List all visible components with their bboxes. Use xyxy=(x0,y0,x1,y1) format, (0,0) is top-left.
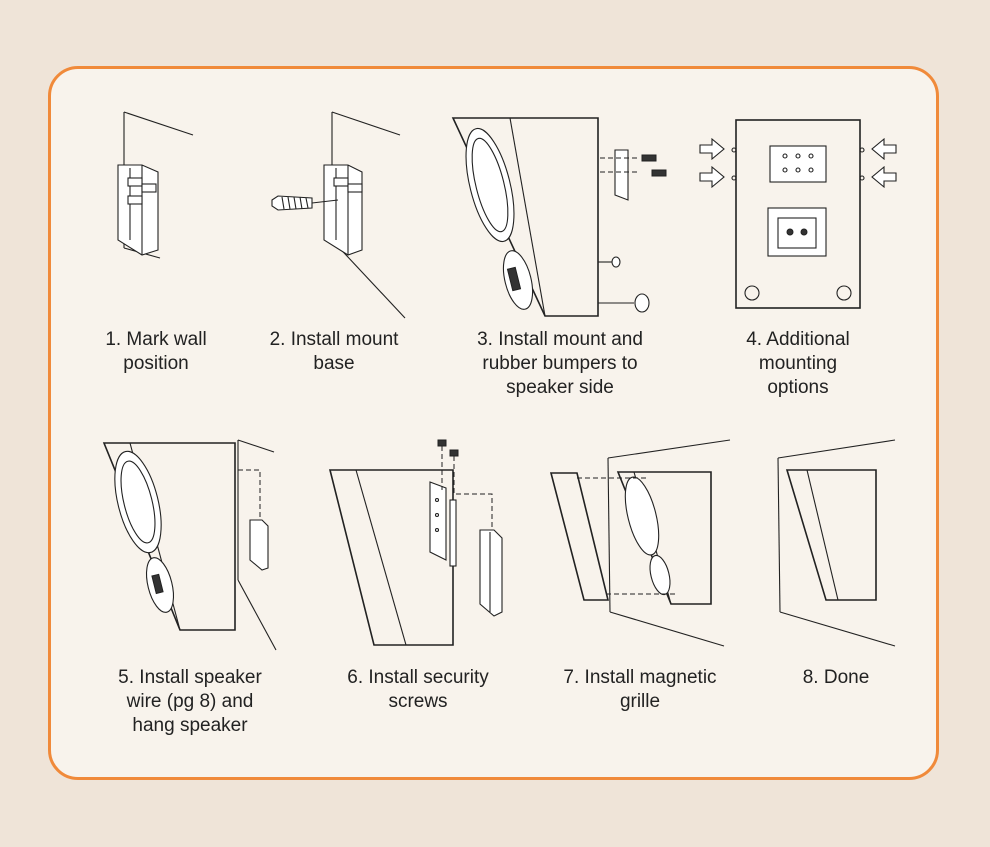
step-2-caption: 2. Install mount base xyxy=(269,329,399,374)
step-7-caption: 7. Install magnetic grille xyxy=(563,667,717,712)
step-5-caption: 5. Install speaker wire (pg 8) and hang … xyxy=(118,667,262,736)
step-3-caption: 3. Install mount and rubber bumpers to s… xyxy=(477,329,643,398)
step-6-caption: 6. Install security screws xyxy=(347,667,489,712)
step-1-caption: 1. Mark wall position xyxy=(105,329,207,374)
step-4-caption: 4. Additional mounting options xyxy=(746,329,850,398)
step-8-caption: 8. Done xyxy=(802,667,870,688)
